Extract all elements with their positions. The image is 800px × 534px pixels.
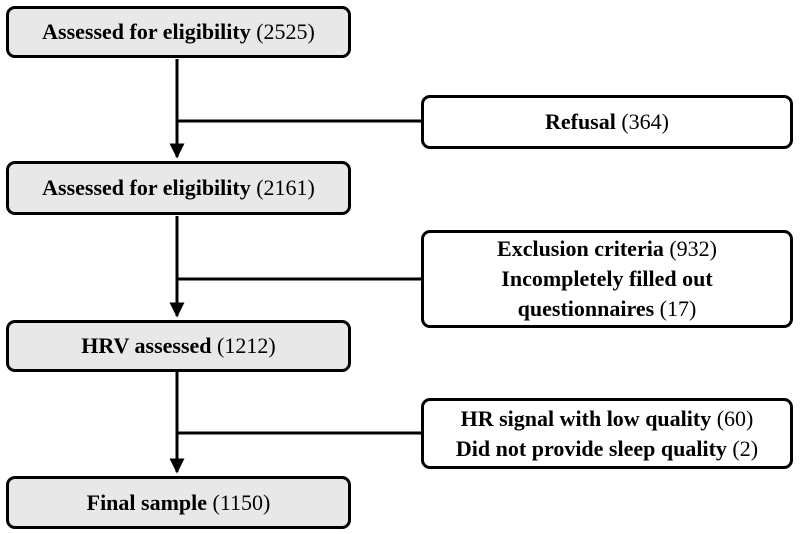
exclusion-box-1: Refusal (364): [421, 95, 793, 149]
exclusion-box-1-line-1: Refusal (364): [544, 109, 670, 134]
step-box-2: Assessed for eligibility (2161): [6, 161, 351, 215]
exclusion-box-2-line-3: questionnaires (17): [517, 296, 697, 321]
step-box-4: Final sample (1150): [6, 476, 351, 529]
exclusion-box-2-line-2: Incompletely filled out: [501, 266, 713, 291]
exclusion-box-2: Exclusion criteria (932) Incompletely fi…: [421, 230, 793, 328]
step-box-1-text: Assessed for eligibility (2525): [42, 19, 315, 44]
step-box-3-text: HRV assessed (1212): [81, 333, 276, 358]
step-box-2-text: Assessed for eligibility (2161): [42, 175, 315, 200]
exclusion-box-3-line-2: Did not provide sleep quality (2): [455, 435, 759, 461]
exclusion-box-2-line-1: Exclusion criteria (932): [497, 236, 717, 261]
exclusion-box-3: HR signal with low quality (60) Did not …: [421, 398, 793, 469]
step-box-4-text: Final sample (1150): [86, 489, 271, 515]
step-box-1: Assessed for eligibility (2525): [6, 6, 351, 58]
exclusion-box-3-line-1: HR signal with low quality (60): [460, 405, 754, 431]
step-box-3: HRV assessed (1212): [6, 320, 351, 372]
